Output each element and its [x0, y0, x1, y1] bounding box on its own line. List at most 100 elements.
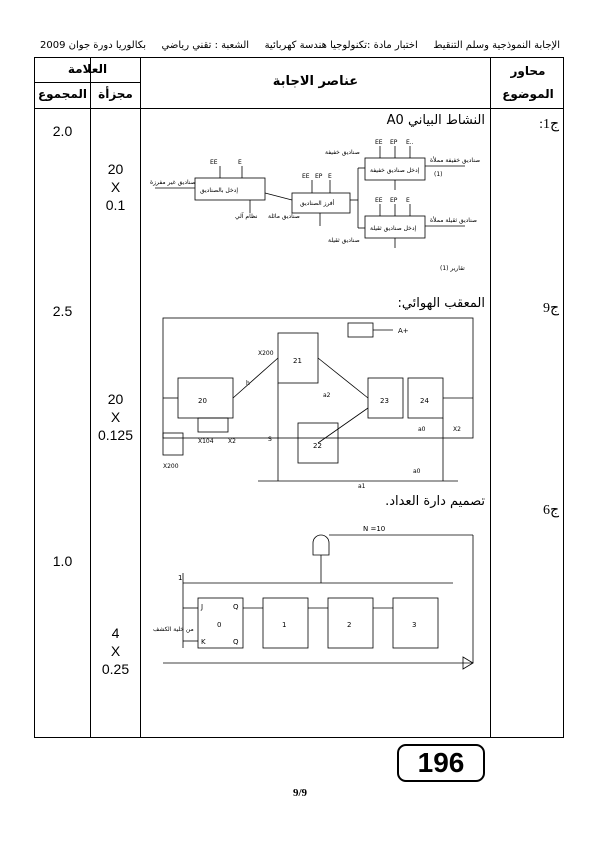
partial-value: 0.25 [101, 661, 130, 677]
pin-label: J [200, 603, 203, 611]
grade-header: العلامة [67, 62, 108, 76]
header-doc-title: الإجابة النموذجية وسلم التنقيط [433, 40, 560, 51]
seq-module-22 [297, 422, 339, 464]
flipflop-1 [262, 597, 309, 649]
pneumatic-sequencer-diagram: A+ 20 21 22 23 24 X200 X104 X2 a0 a1 a2 … [162, 317, 474, 490]
partial-count: 20 [107, 391, 124, 407]
row3-total: 1.0 [52, 553, 73, 569]
a0-flow-label: (1) تقارير [440, 265, 465, 272]
pneumatic-label: 23 [380, 397, 389, 405]
a0-flow-label: صناديق غير مفرزة [150, 179, 196, 186]
axes-header-line2: الموضوع [502, 87, 554, 101]
a0-box-label: إدخل صناديق خفيفة [370, 167, 420, 174]
pneumatic-label: X2 [228, 438, 236, 445]
pneumatic-label: X2 [453, 426, 461, 433]
a0-input-label: EE [375, 139, 383, 146]
a0-input-label: E [328, 173, 332, 180]
seq-output-block [347, 322, 374, 338]
a0-activity-diagram: EE E EE EP E EE EP E.. EE EP E إدخل بالص… [150, 139, 480, 272]
partial-times: X [110, 179, 121, 195]
flipflop-label: 3 [412, 621, 416, 629]
a0-box-label: إدخل بالصناديق [200, 187, 238, 194]
row1-total: 2.0 [52, 123, 73, 139]
partial-value: 0.125 [97, 427, 134, 443]
partial-header: مجزأة [98, 87, 133, 101]
pin-label: K [201, 638, 206, 646]
counter-labels: N =10 1 من خلية الكشف 0 1 2 3 J Q K Q [153, 525, 416, 646]
a0-flow-label: صناديق خفيفة مملأة [430, 156, 480, 164]
flipflop-0 [197, 597, 244, 649]
pneumatic-label: 24 [420, 397, 429, 405]
row3-question: ج6 [542, 503, 559, 518]
pneumatic-label: A+ [398, 327, 409, 335]
row2-total: 2.5 [52, 303, 73, 319]
pneumatic-label: X200 [258, 350, 274, 357]
flipflop-3 [392, 597, 439, 649]
partial-count: 4 [111, 625, 120, 641]
total-header: المجموع [37, 87, 88, 101]
header-divider [35, 108, 563, 109]
a0-box-sort [291, 192, 351, 214]
a0-flow-label: صناديق مائلة [268, 213, 300, 220]
pneumatic-label: 21 [293, 357, 302, 365]
a0-input-label: EP [390, 197, 398, 204]
a0-input-label: EE [210, 159, 218, 166]
flipflop-label: 2 [347, 621, 351, 629]
partial-times: X [110, 409, 121, 425]
pneumatic-label: X104 [198, 438, 214, 445]
pneumatic-label: 22 [313, 442, 322, 450]
counter-one-label: 1 [178, 574, 182, 582]
row1-partial: 20 X 0.1 [91, 160, 140, 214]
answer-table: العلامة مجزأة المجموع عناصر الاجابة محاو… [34, 57, 564, 738]
pneumatic-label: X200 [163, 463, 179, 470]
row2-title: المعقب الهوائي: [397, 296, 485, 311]
a0-input-label: EP [315, 173, 323, 180]
counter-input-label: من خلية الكشف [153, 626, 194, 633]
a0-flow-label: (1) [434, 171, 443, 178]
row3-title: تصميم دارة العداد. [385, 494, 485, 509]
axes-header-line1: محاور [510, 64, 546, 78]
page-header: الإجابة النموذجية وسلم التنقيط اختبار ما… [40, 40, 560, 54]
row3-partial: 4 X 0.25 [91, 624, 140, 678]
pin-label: Q [233, 603, 239, 611]
col-divider [90, 58, 91, 737]
pneumatic-label: a0 [413, 468, 421, 475]
page-number: 9/9 [292, 787, 308, 799]
header-subject: اختبار مادة :تكنولوجيا هندسة كهربائية [264, 40, 418, 51]
pneumatic-label: 20 [198, 397, 207, 405]
a0-input-label: EE [375, 197, 383, 204]
header-stream: الشعبة : تقني رياضي [161, 40, 250, 51]
pneumatic-labels: A+ 20 21 22 23 24 X200 X104 X2 a0 a1 a2 … [163, 327, 461, 490]
row1-title: النشاط البياني A0 [386, 113, 485, 128]
a0-flow-label: صناديق خفيفة [325, 149, 360, 156]
flipflop-2 [327, 597, 374, 649]
answer-elements-header: عناصر الاجابة [272, 74, 359, 89]
pneumatic-label: a0 [418, 426, 426, 433]
row1-question: ج1: [539, 117, 559, 132]
flipflop-label: 0 [217, 621, 221, 629]
a0-labels: EE E EE EP E EE EP E.. EE EP E إدخل بالص… [150, 139, 480, 272]
a0-flow-label: نظام آلي [235, 211, 258, 220]
a0-box-label: أفرز الصناديق [300, 199, 335, 207]
partial-count: 20 [107, 161, 124, 177]
a0-flow-label: صناديق ثقيلة [328, 237, 360, 244]
col-divider [140, 58, 141, 737]
and-gate [312, 534, 330, 556]
pneumatic-label: a1 [358, 483, 366, 490]
a0-input-label: E.. [406, 139, 414, 146]
a0-box-label: إدخل صناديق ثقيلة [370, 225, 417, 232]
grade-divider [35, 82, 140, 83]
page-number-box: 196 [397, 744, 485, 782]
counter-circuit-diagram: N =10 1 من خلية الكشف 0 1 2 3 J Q K Q [153, 525, 474, 670]
a0-input-label: E [238, 159, 242, 166]
partial-value: 0.1 [105, 197, 126, 213]
a0-input-label: E [406, 197, 410, 204]
a0-input-label: EE [302, 173, 310, 180]
a0-input-label: EP [390, 139, 398, 146]
a0-box-input [194, 177, 266, 201]
counter-n-label: N =10 [363, 525, 385, 533]
partial-times: X [110, 643, 121, 659]
pneumatic-label: h [246, 380, 250, 387]
a0-flow-label: صناديق ثقيلة مملأة [430, 216, 477, 224]
pneumatic-label: S [268, 436, 272, 443]
